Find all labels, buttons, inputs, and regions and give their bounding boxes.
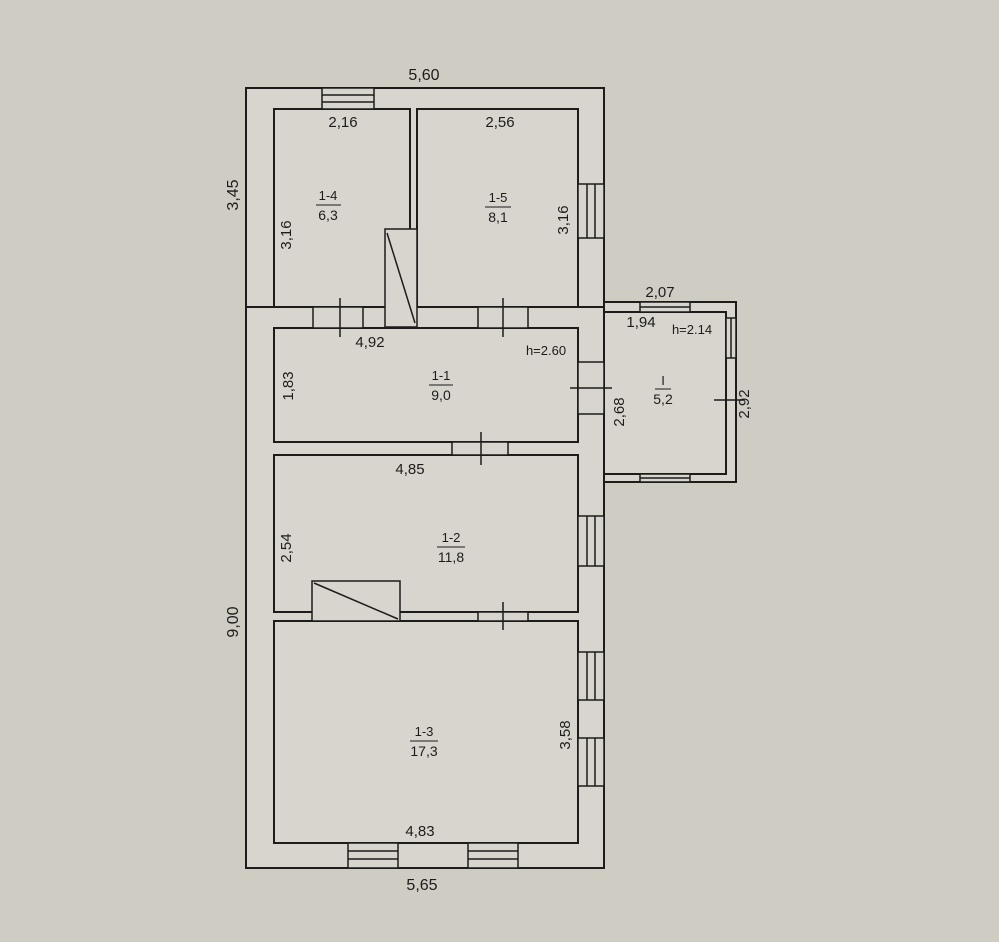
window-right-1-3-b	[577, 737, 605, 787]
window-bottom-right	[467, 842, 519, 869]
building-walls	[245, 87, 737, 869]
room-1-4-id: 1-4	[319, 188, 338, 203]
annex-inner-wall	[603, 311, 727, 475]
door-1-2-to-1-3	[477, 602, 529, 630]
window-right-1-2	[577, 515, 605, 567]
room-1-2-width: 4,85	[395, 461, 424, 478]
room-1-4-width: 2,16	[328, 114, 357, 131]
room-1-3-width: 4,83	[405, 823, 434, 840]
room-1-1-width: 4,92	[355, 334, 384, 351]
window-right-1-5	[577, 183, 605, 239]
room-1-3-outline	[273, 620, 579, 844]
door-1-5	[477, 298, 529, 337]
room-1-1-depth: 1,83	[280, 371, 297, 400]
room-1-3-depth: 3,58	[557, 720, 574, 749]
room-1-3-id: 1-3	[415, 724, 434, 739]
window-annex-bottom	[639, 473, 691, 483]
stair-symbol	[384, 228, 418, 328]
window-top	[321, 87, 375, 110]
room-1-1-outline	[273, 327, 579, 443]
room-1-4-area: 6,3	[318, 207, 338, 223]
room-1-5-depth: 3,16	[555, 205, 572, 234]
windows	[321, 87, 737, 869]
room-1-2-area: 11,8	[438, 549, 464, 565]
annex-id: I	[661, 373, 665, 388]
room-1-1-height: h=2.60	[526, 343, 566, 358]
room-1-5-width: 2,56	[485, 114, 514, 131]
dim-bottom-outer: 5,65	[406, 877, 437, 894]
dim-left-total: 9,00	[225, 606, 242, 637]
room-1-4-depth: 3,16	[278, 220, 295, 249]
door-1-1-to-1-2	[451, 432, 509, 465]
room-1-5-outline	[416, 108, 579, 308]
window-bottom-left	[347, 842, 399, 869]
window-right-1-3-a	[577, 651, 605, 701]
room-1-2-depth: 2,54	[278, 533, 295, 562]
room-1-5-id: 1-5	[489, 190, 508, 205]
window-annex-right	[725, 317, 737, 359]
room-1-3-area: 17,3	[410, 743, 437, 759]
door-1-4	[312, 298, 364, 337]
room-1-1-id: 1-1	[432, 368, 451, 383]
annex-outer-width: 2,07	[645, 284, 674, 301]
annex-inner-width: 1,94	[626, 314, 655, 331]
room-1-1-area: 9,0	[431, 387, 451, 403]
annex-area: 5,2	[653, 391, 673, 407]
annex-inner-depth: 2,68	[611, 397, 628, 426]
doors	[312, 298, 744, 630]
dim-left-top: 3,45	[225, 179, 242, 210]
room-1-2-id: 1-2	[442, 530, 461, 545]
window-annex-top	[639, 301, 691, 313]
room-1-5-area: 8,1	[488, 209, 508, 225]
dim-top-outer: 5,60	[408, 67, 439, 84]
annex-outer-depth: 2,92	[736, 389, 753, 418]
annex-height: h=2.14	[672, 322, 712, 337]
door-1-1-to-annex	[570, 361, 612, 415]
stove-symbol	[311, 580, 401, 622]
